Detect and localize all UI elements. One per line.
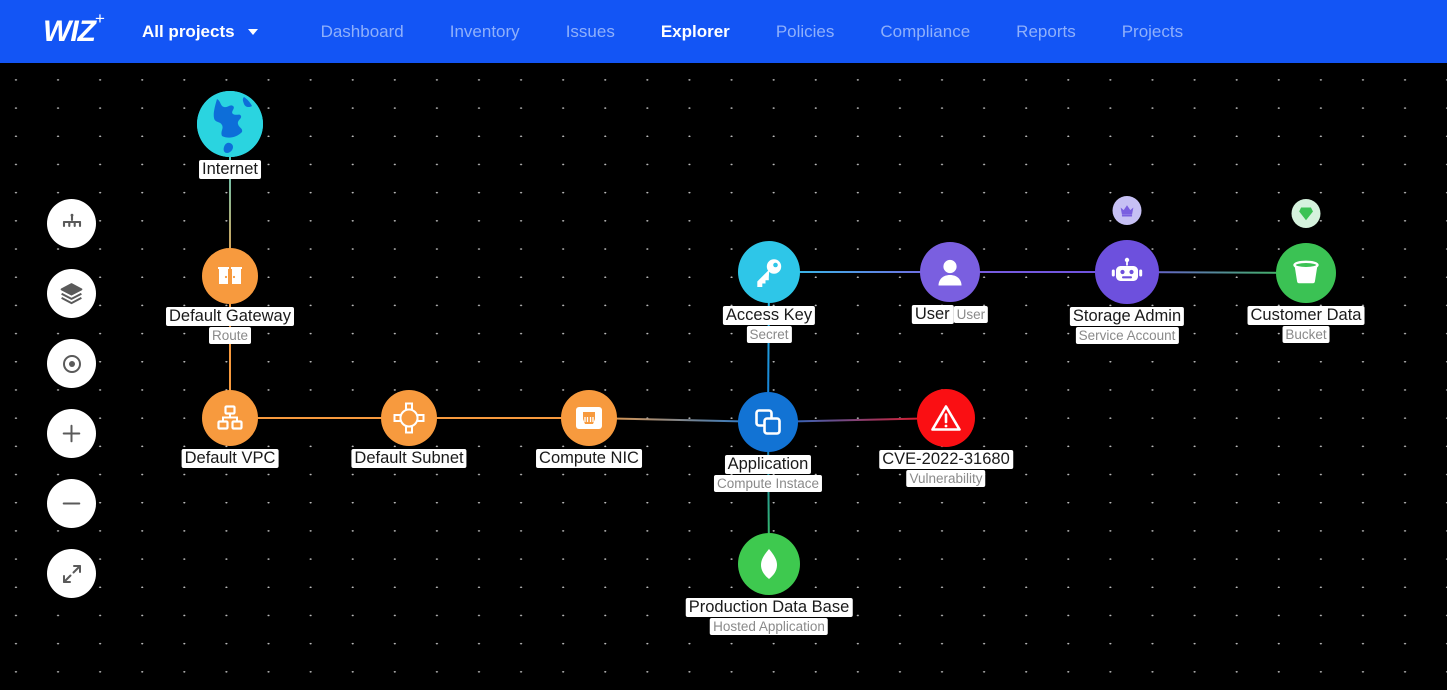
fit-screen-button[interactable] — [47, 549, 96, 598]
gateway-icon — [215, 261, 245, 291]
nav-item-reports[interactable]: Reports — [1016, 21, 1076, 41]
zoom-in-button[interactable] — [47, 409, 96, 458]
chevron-down-icon — [247, 28, 258, 35]
expand-icon — [60, 562, 84, 586]
nav-item-compliance[interactable]: Compliance — [880, 21, 971, 41]
canvas-toolbar — [47, 199, 96, 598]
bucket-icon — [1290, 257, 1322, 289]
project-selector-label: All projects — [141, 21, 235, 41]
graph-edges — [229, 124, 1307, 565]
node-disc-gateway[interactable] — [202, 248, 258, 304]
nav-item-dashboard[interactable]: Dashboard — [320, 21, 404, 41]
vpc-icon — [215, 403, 245, 433]
wiz-logo-text: WIZ — [43, 14, 96, 48]
node-disc-subnet[interactable] — [381, 390, 437, 446]
node-disc-accesskey[interactable] — [738, 241, 800, 303]
leaf-icon — [752, 547, 786, 581]
node-disc-bucket[interactable] — [1276, 243, 1336, 303]
nav-item-projects[interactable]: Projects — [1121, 21, 1184, 41]
node-disc-cve[interactable] — [917, 389, 975, 447]
layers-icon — [59, 281, 84, 306]
node-disc-user[interactable] — [920, 242, 980, 302]
graph-node-subnet[interactable]: Default Subnet — [351, 390, 467, 468]
node-disc-storage[interactable] — [1095, 240, 1159, 304]
nav-item-issues[interactable]: Issues — [565, 21, 615, 41]
warning-icon — [930, 402, 962, 434]
zoom-out-button[interactable] — [47, 479, 96, 528]
node-disc-vpc[interactable] — [202, 390, 258, 446]
wiz-logo[interactable]: WIZ+ — [43, 10, 105, 48]
user-icon — [934, 256, 966, 288]
plus-icon — [59, 421, 84, 446]
node-disc-database[interactable] — [738, 533, 800, 595]
minus-icon — [59, 491, 84, 516]
key-icon — [752, 255, 786, 289]
layers-button[interactable] — [47, 269, 96, 318]
top-navigation-bar: WIZ+ All projects Dashboard Inventory Issu… — [0, 0, 1447, 63]
nav-items: Dashboard Inventory Issues Explorer Policies… — [298, 22, 1207, 42]
nav-item-policies[interactable]: Policies — [775, 21, 835, 41]
focus-button[interactable] — [47, 339, 96, 388]
graph-node-nic[interactable]: Compute NIC — [536, 390, 642, 468]
node-disc-app[interactable] — [738, 392, 798, 452]
layout-hierarchy-button[interactable] — [47, 199, 96, 248]
nav-item-explorer[interactable]: Explorer — [660, 21, 730, 41]
instance-icon — [752, 406, 784, 438]
subnet-icon — [393, 402, 425, 434]
hierarchy-icon — [60, 212, 84, 236]
wiz-logo-spark-icon: + — [95, 8, 105, 28]
nic-icon — [574, 403, 604, 433]
crown-badge-icon — [1112, 196, 1142, 225]
robot-icon — [1110, 255, 1144, 289]
graph-node-internet[interactable]: Internet — [197, 91, 263, 179]
node-disc-internet[interactable] — [197, 91, 263, 157]
target-icon — [60, 352, 84, 376]
node-disc-nic[interactable] — [561, 390, 617, 446]
nav-item-inventory[interactable]: Inventory — [449, 21, 520, 41]
graph-node-vpc[interactable]: Default VPC — [181, 390, 279, 468]
globe-icon — [197, 91, 263, 157]
gem-badge-icon — [1291, 199, 1321, 228]
project-selector[interactable]: All projects — [142, 22, 258, 42]
